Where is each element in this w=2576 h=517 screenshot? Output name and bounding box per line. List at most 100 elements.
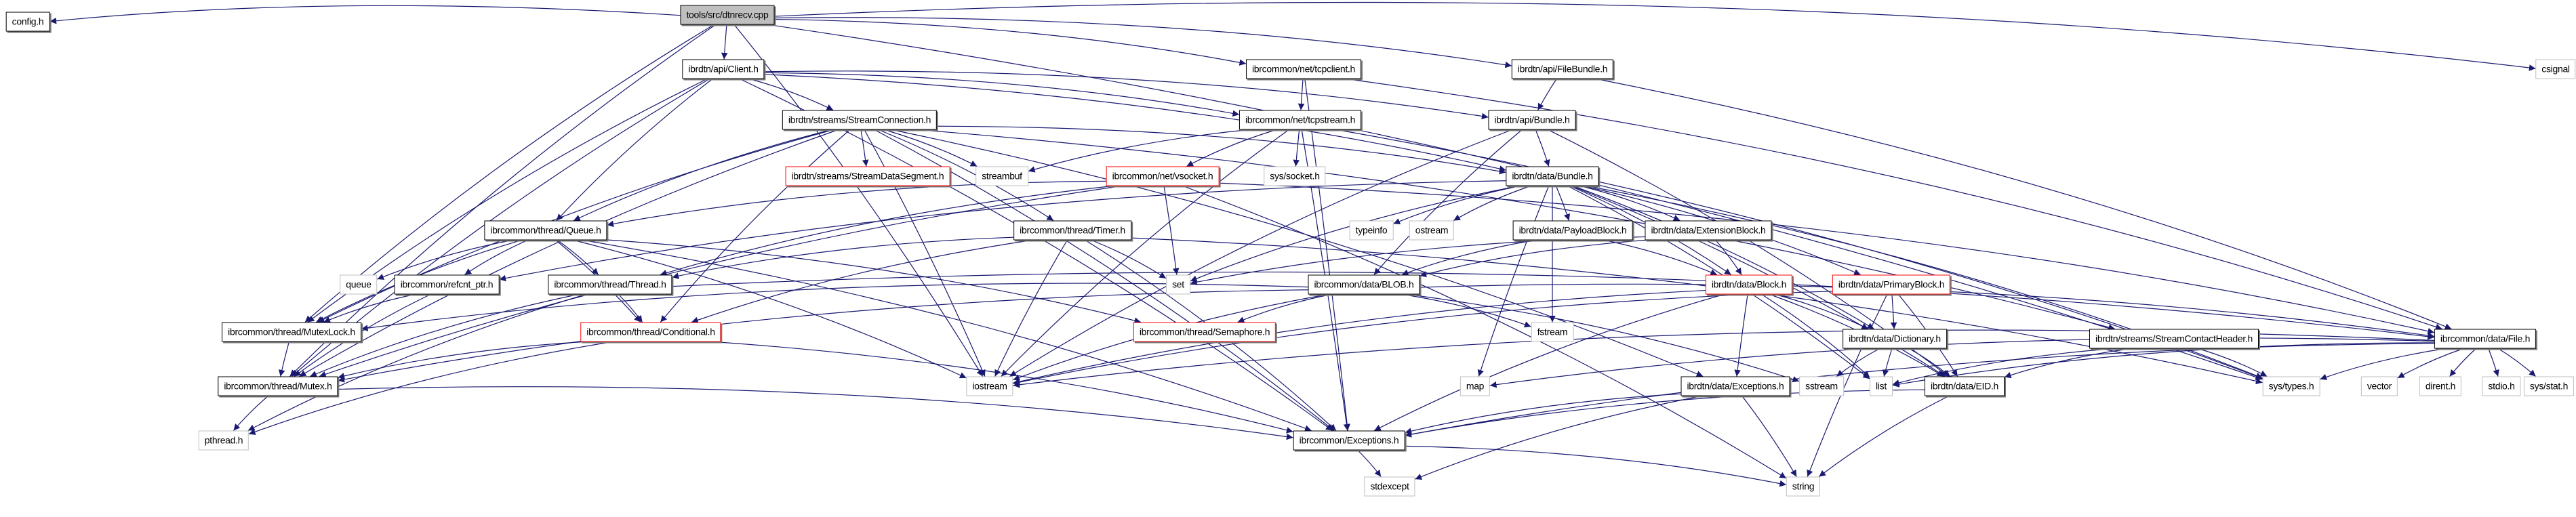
edge-blob-to-mutexlock [361,283,1308,331]
edge-databundle-to-extblock [1580,185,1681,222]
node-mutexlock[interactable]: ibrcommon/thread/MutexLock.h [222,322,361,342]
edge-payloadblock-to-blob [1401,239,1535,276]
edge-databundle-to-map [1477,186,1550,377]
edge-extblock-to-blob [1420,239,1646,278]
edge-vsocket-to-string [1182,185,1787,479]
node-iostream: iostream [966,376,1013,396]
node-tcpstream[interactable]: ibrcommon/net/tcpstream.h [1239,110,1362,130]
edge-block-to-list [1761,293,1870,378]
edge-eid-to-string [1818,395,1949,477]
node-syssocket: sys/socket.h [1264,166,1326,186]
edge-streamcontact-to-eid [2004,348,2131,379]
node-sstream: sstream [1799,376,1844,396]
edge-eid-to-exceptionscommon [1405,389,1925,438]
edge-mutex-to-exceptionscommon [338,386,1293,440]
node-streambuf: streambuf [975,166,1028,186]
edge-databundle-to-payloadblock [1555,186,1571,221]
edge-thread-to-file [672,271,2435,340]
edge-vsocket-to-queue [607,180,1106,228]
edge-thread-to-conditional [618,294,643,323]
edge-databundle-to-set [1190,185,1519,282]
edge-queue-to-exceptionscommon [583,239,1312,432]
node-streamconn[interactable]: ibrdtn/streams/StreamConnection.h [782,110,938,130]
edge-queue-to-semaphore [607,239,1142,324]
edge-vsocket-to-set [1163,186,1180,275]
edge-exceptionscommon-to-stdexcept [1357,450,1382,477]
node-blob[interactable]: ibrcommon/data/BLOB.h [1308,274,1420,295]
edge-root-to-client [721,24,728,60]
edge-file-to-dirent [2449,348,2476,377]
edge-root-to-csignal [774,1,2536,71]
edge-block-to-dictionary [1775,293,1869,330]
node-primaryblock[interactable]: ibrdtn/data/PrimaryBlock.h [1832,274,1951,295]
node-stdexcept: stdexcept [1364,476,1415,497]
edge-thread-to-pthread [247,293,586,432]
edge-queue-to-queuestd [377,239,512,280]
node-semaphore[interactable]: ibrcommon/thread/Semaphore.h [1133,322,1276,342]
edge-tcpstream-to-syssocket [1293,129,1300,167]
node-root[interactable]: tools/src/dtnrecv.cpp [680,5,775,25]
edge-client-to-tcpstream [764,72,1240,117]
edge-tcpstream-to-iostream [1001,129,1289,377]
node-sysstat: sys/stat.h [2523,376,2575,396]
node-file[interactable]: ibrcommon/data/File.h [2434,329,2537,349]
edge-apibundle-to-blob [1373,129,1523,275]
node-timer[interactable]: ibrcommon/thread/Timer.h [1013,220,1131,241]
node-client[interactable]: ibrdtn/api/Client.h [682,59,765,79]
node-config[interactable]: config.h [5,12,50,32]
node-thread[interactable]: ibrcommon/thread/Thread.h [548,274,672,295]
edge-blob-to-mutex [338,289,1308,383]
node-dictionary[interactable]: ibrdtn/data/Dictionary.h [1843,329,1947,349]
node-apibundle[interactable]: ibrdtn/api/Bundle.h [1488,110,1576,130]
edge-queue-to-refcnt [464,239,528,275]
edge-conditional-to-exceptionscommon [714,341,1293,434]
edge-streamcontact-to-systypes [2198,348,2268,377]
edge-databundle-to-ostream [1453,185,1531,222]
node-streamdataseg[interactable]: ibrdtn/streams/StreamDataSegment.h [785,166,950,186]
node-ostream: ostream [1409,220,1455,241]
edge-file-to-vector [2397,348,2463,379]
edge-mutex-to-pthread [233,396,268,431]
edge-vsocket-to-mutex [319,185,1122,377]
node-streamcontact[interactable]: ibrdtn/streams/StreamContactHeader.h [2089,329,2259,349]
node-filebundle[interactable]: ibrdtn/api/FileBundle.h [1511,59,1614,79]
edge-client-to-streamconn [749,78,834,111]
node-list: list [1870,376,1893,396]
edge-root-to-filebundle [774,17,1512,68]
node-pthread: pthread.h [198,430,249,451]
edge-streamconn-to-streamdataseg [860,129,869,167]
node-queuestd: queue [340,274,378,295]
edge-tcpclient-to-tcpstream [1297,79,1305,110]
node-conditional[interactable]: ibrcommon/thread/Conditional.h [580,322,721,342]
edge-root-to-mutex [289,24,716,377]
edge-file-to-sysstat [2498,348,2536,377]
edge-queue-to-iostream [573,239,967,379]
node-databundle[interactable]: ibrdtn/data/Bundle.h [1506,166,1599,186]
edge-exceptionsdtn-to-exceptionscommon [1405,393,1681,434]
node-eid[interactable]: ibrdtn/data/EID.h [1925,376,2005,396]
edge-conditional-to-mutex [338,341,584,379]
node-extblock[interactable]: ibrdtn/data/ExtensionBlock.h [1645,220,1772,241]
edge-tcpstream-to-streambuf [1028,129,1249,173]
edge-streamconn-to-conditional [660,129,851,323]
node-tcpclient[interactable]: ibrcommon/net/tcpclient.h [1245,59,1362,79]
edge-filebundle-to-apibundle [1537,79,1557,110]
node-exceptionscommon[interactable]: ibrcommon/Exceptions.h [1293,430,1405,451]
node-payloadblock[interactable]: ibrdtn/data/PayloadBlock.h [1512,220,1633,241]
edge-streamconn-to-iostream [864,129,986,377]
node-exceptionsdtn[interactable]: ibrdtn/data/Exceptions.h [1681,376,1790,396]
edge-streamconn-to-mutexlock [317,129,834,323]
edge-streamcontact-to-list [1892,348,2114,386]
node-dirent: dirent.h [2419,376,2462,396]
node-vsocket[interactable]: ibrcommon/net/vsocket.h [1106,166,1220,186]
node-mutex[interactable]: ibrcommon/thread/Mutex.h [218,376,338,396]
node-queue[interactable]: ibrcommon/thread/Queue.h [484,220,607,241]
edge-apibundle-to-databundle [1535,129,1550,167]
edge-refcnt-to-mutexlock [323,293,415,323]
edge-file-to-systypes [2320,348,2445,380]
edge-filebundle-to-file [1596,78,2452,330]
node-refcnt[interactable]: ibrcommon/refcnt_ptr.h [394,274,500,295]
node-block[interactable]: ibrdtn/data/Block.h [1705,274,1793,295]
edge-streamconn-to-databundle [936,125,1506,175]
edge-timer-to-conditional [691,239,1032,323]
